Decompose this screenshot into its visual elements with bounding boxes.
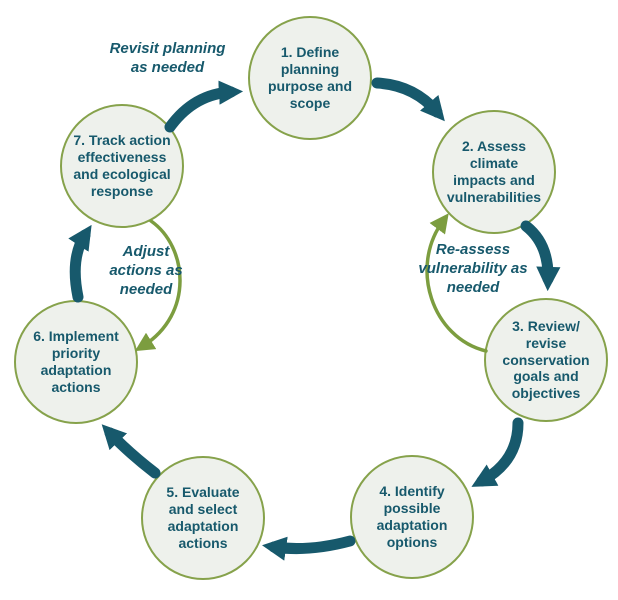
step-4-label: 4. Identify possible adaptation options bbox=[376, 483, 448, 550]
arrow-step1-to-step2-icon bbox=[371, 77, 445, 122]
step-1-label: 1. Define planning purpose and scope bbox=[267, 44, 352, 111]
arrow-step6-to-step7-icon bbox=[68, 224, 92, 303]
annotation-revisit-planning: Revisit planning as needed bbox=[109, 40, 226, 76]
annotation-adjust-actions: Adjust actions as needed bbox=[109, 243, 183, 298]
arrow-step5-to-step6-icon bbox=[101, 424, 161, 479]
step-6-label: 6. Implement priority adaptation actions bbox=[33, 328, 119, 395]
step-7-label: 7. Track action effectiveness and ecolog… bbox=[73, 132, 171, 199]
step-circle-4: 4. Identify possible adaptation options bbox=[350, 455, 474, 579]
step-circle-7: 7. Track action effectiveness and ecolog… bbox=[60, 104, 184, 228]
step-circle-2: 2. Assess climate impacts and vulnerabil… bbox=[432, 110, 556, 234]
arrow-step4-to-step5-icon bbox=[262, 535, 356, 561]
step-circle-6: 6. Implement priority adaptation actions bbox=[14, 300, 138, 424]
step-2-label: 2. Assess climate impacts and vulnerabil… bbox=[446, 138, 542, 205]
arrow-step2-to-step3-icon bbox=[520, 220, 561, 292]
arrow-step3-to-step4-icon bbox=[471, 417, 524, 487]
step-circle-3: 3. Review/ revise conservation goals and… bbox=[484, 298, 608, 422]
annotation-reassess-vulnerability: Re-assess vulnerability as needed bbox=[418, 241, 528, 296]
step-circle-5: 5. Evaluate and select adaptation action… bbox=[141, 456, 265, 580]
step-circle-1: 1. Define planning purpose and scope bbox=[248, 16, 372, 140]
arrow-step7-to-step1-icon bbox=[164, 80, 244, 133]
step-5-label: 5. Evaluate and select adaptation action… bbox=[166, 484, 240, 551]
step-3-label: 3. Review/ revise conservation goals and… bbox=[502, 318, 590, 402]
